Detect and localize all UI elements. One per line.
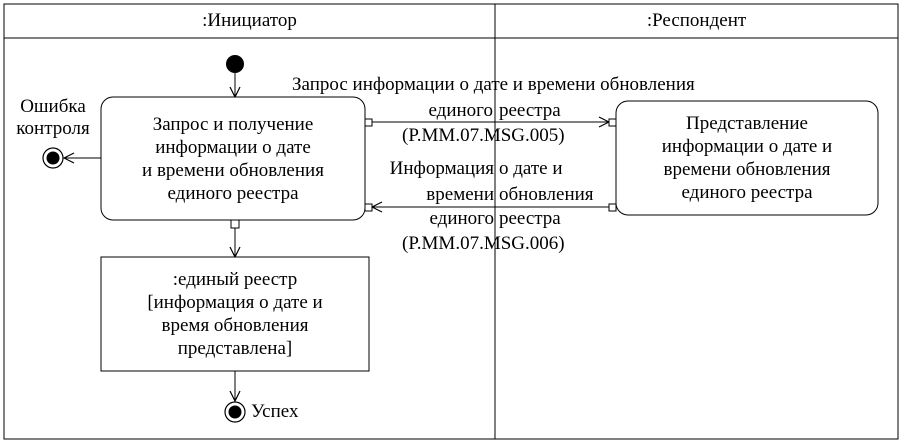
request-message-code: (P.MM.07.MSG.005)	[402, 125, 565, 146]
request-message-line1: Запрос информации о дате и времени обнов…	[292, 74, 695, 95]
swimlane-frame	[3, 3, 899, 440]
response-message-line2b: обновления	[499, 184, 594, 205]
response-message-line1b: о дате и	[499, 158, 563, 179]
object-node-label: :единый реестр [информация о дате и врем…	[147, 269, 323, 359]
response-message-line3a: единого	[429, 208, 494, 229]
lane-header-respondent: :Респондент	[646, 10, 747, 31]
activity-request-label: Запрос и получение информации о дате и в…	[142, 113, 324, 204]
final-node-error	[46, 151, 60, 165]
response-message-line1a: Информация	[389, 158, 494, 179]
pin-response-out	[608, 203, 617, 212]
response-message-line2a: времени	[426, 184, 494, 205]
final-success-label: Успех	[251, 401, 299, 422]
object-node	[100, 256, 370, 372]
pin-response-in	[364, 203, 373, 212]
initial-node	[226, 55, 244, 73]
final-node-success	[228, 405, 242, 419]
final-error-label: Ошибка контроля	[16, 96, 90, 139]
pin-request-in	[608, 118, 617, 127]
response-message-code: (P.MM.07.MSG.006)	[402, 233, 565, 254]
pin-object-out	[230, 219, 240, 229]
pin-request-out	[364, 118, 373, 127]
activity-provide-label: Представление информации о дате и времен…	[661, 113, 833, 203]
request-message-line2b: реестра	[499, 100, 561, 121]
response-message-line3b: реестра	[499, 208, 561, 229]
request-message-line2a: единого	[428, 100, 493, 121]
lane-header-initiator: :Инициатор	[202, 10, 297, 31]
activity-provide	[615, 100, 879, 216]
